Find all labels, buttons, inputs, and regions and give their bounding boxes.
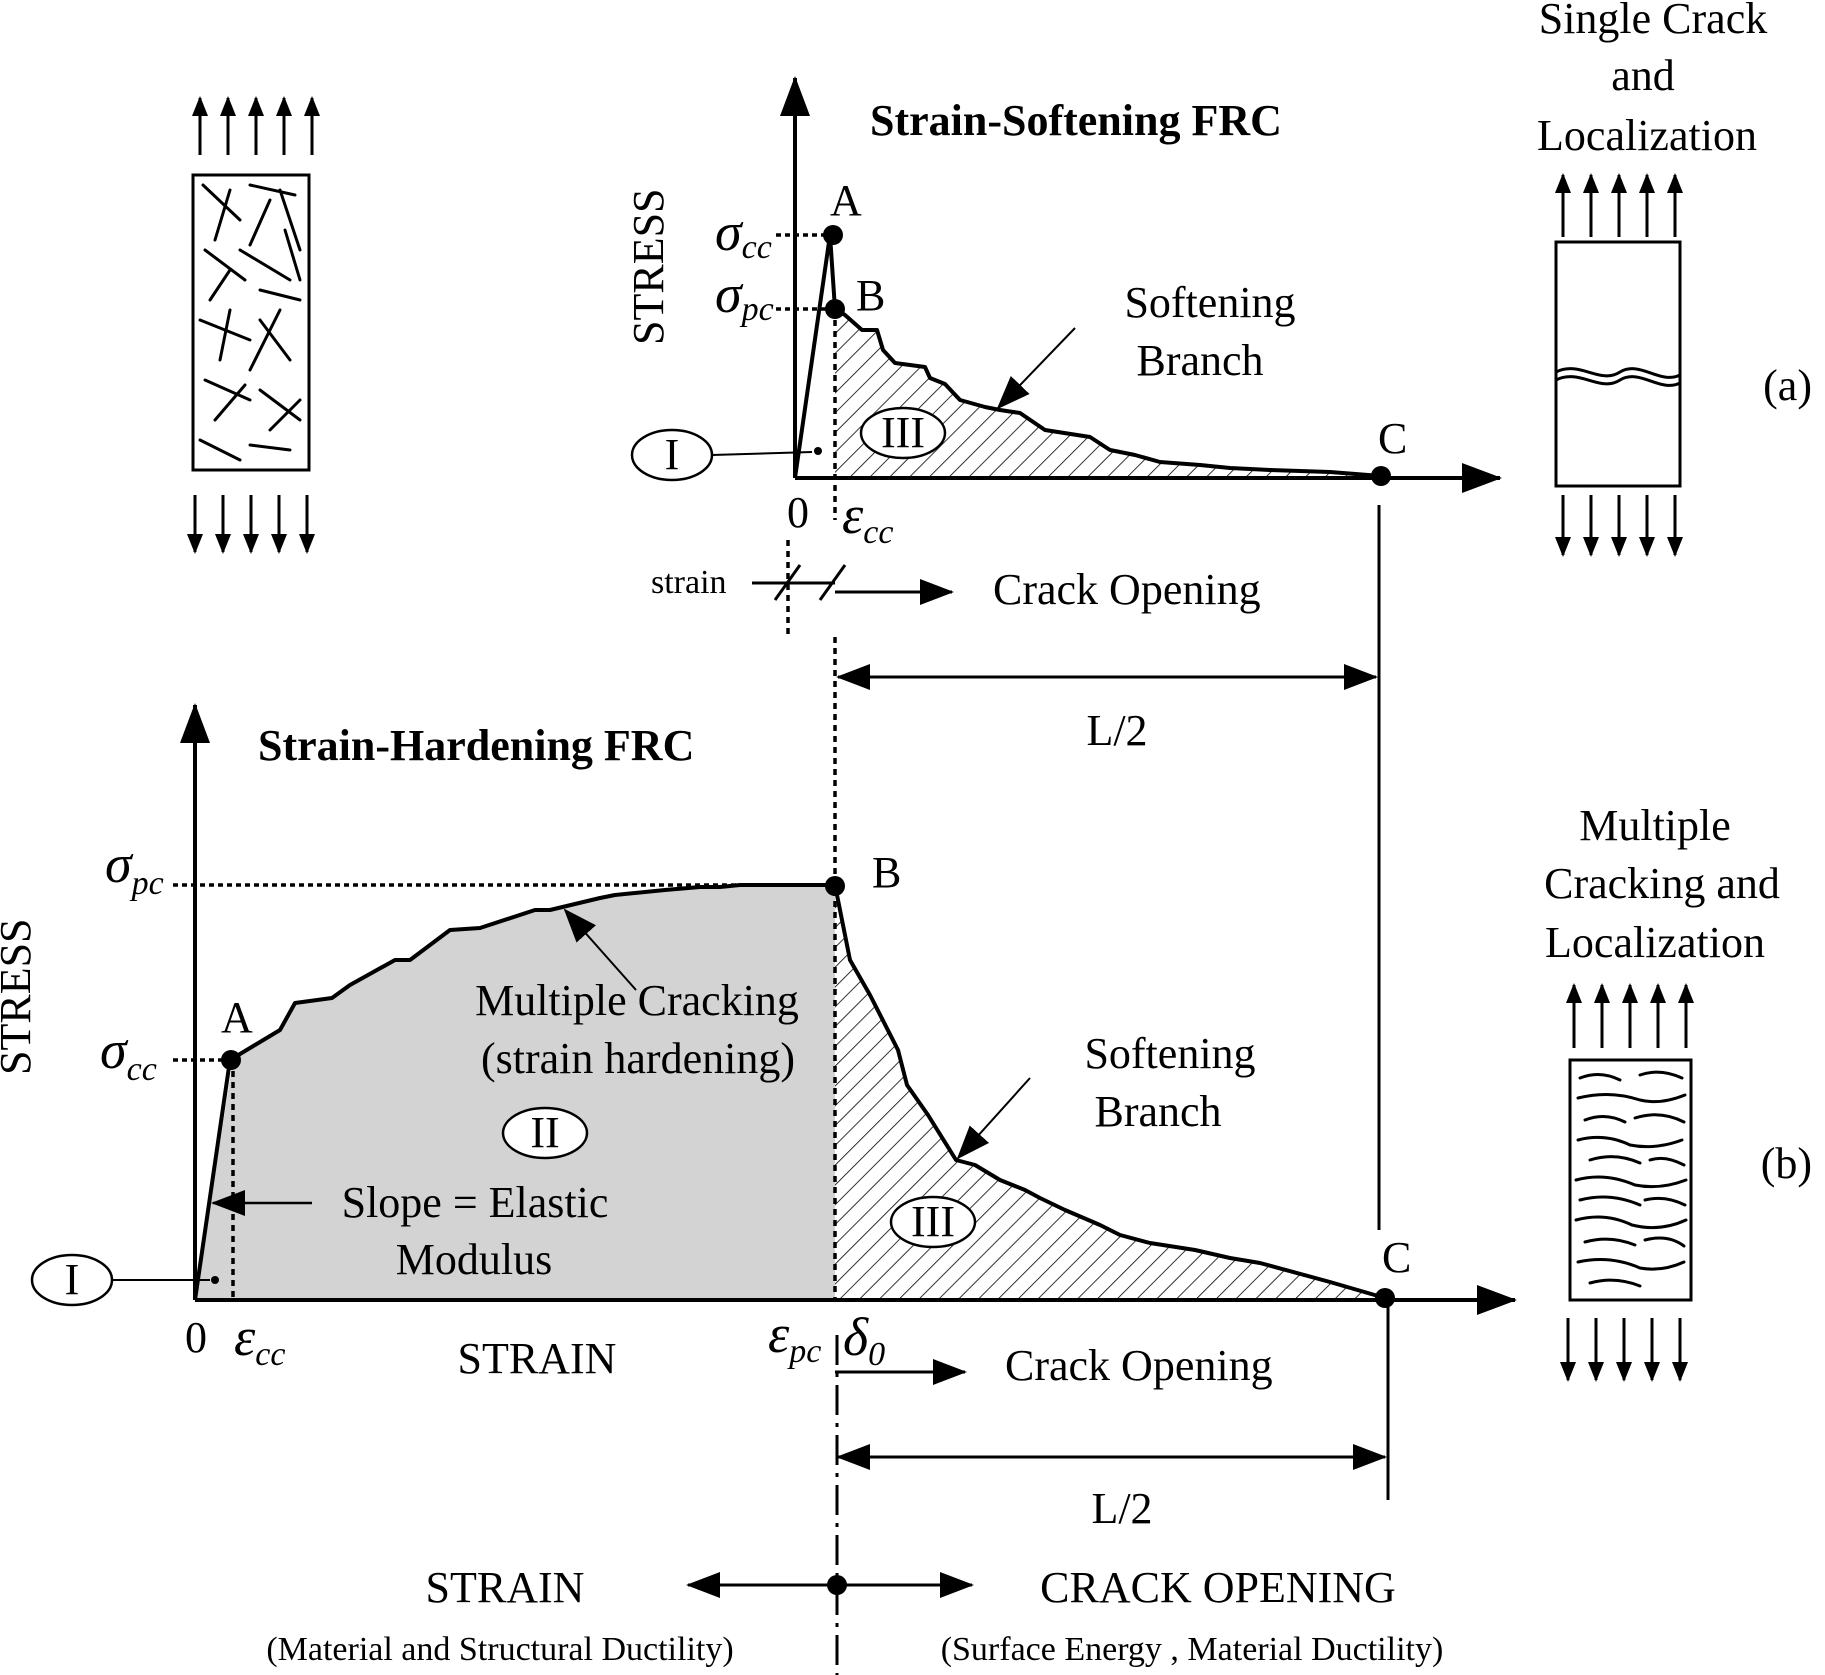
panel-a-softening-label: Softening <box>1124 278 1295 327</box>
panel-b-half-length: L/2 <box>1091 1484 1152 1533</box>
panel-b-delta-0: δ0 <box>843 1307 885 1373</box>
bottom-legend: STRAIN (Material and Structural Ductilit… <box>266 1335 1443 1675</box>
legend-strain-sub: (Material and Structural Ductility) <box>266 1631 733 1668</box>
legend-crack-sub: (Surface Energy , Material Ductility) <box>941 1631 1444 1668</box>
panel-b-region-ii: II <box>530 1108 559 1157</box>
panel-b-point-a: A <box>221 993 253 1042</box>
panel-b-point-c-marker <box>1375 1288 1395 1308</box>
panel-b-multiple-cracking-pointer <box>563 908 637 991</box>
panel-a-tag: (a) <box>1763 361 1812 410</box>
random-fibres <box>198 183 302 462</box>
panel-b-slope-1: Slope = Elastic <box>342 1178 609 1227</box>
panel-a-region-i-leader <box>711 451 813 456</box>
legend-strain-title: STRAIN <box>426 1563 585 1612</box>
panel-a-half-length: L/2 <box>1086 706 1147 755</box>
panel-b-slope-2: Modulus <box>396 1235 552 1284</box>
panel-b-softening-pointer <box>956 1077 1031 1160</box>
panel-b-multiple-cracking-2: (strain hardening) <box>481 1034 795 1083</box>
panel-b-y-axis-label: STRESS <box>0 918 40 1075</box>
panel-a-specimen-title-3: Localization <box>1537 111 1757 160</box>
panel-a-sigma-cc: σcc <box>715 202 772 266</box>
panel-b-region-i: I <box>65 1255 80 1304</box>
panel-a-break-mark-1 <box>773 564 802 601</box>
panel-b-point-b: B <box>872 848 901 897</box>
single-crack-specimen <box>1554 240 1682 488</box>
panel-b-eps-pc: εpc <box>768 1304 821 1370</box>
panel-a-strain-softening: Strain-Softening FRC STRESS σcc σpc A B … <box>624 0 1812 1230</box>
panel-b-eps-cc: εcc <box>234 1307 285 1373</box>
panel-a-point-c-marker <box>1371 466 1391 486</box>
panel-a-specimen-title-2: and <box>1611 51 1675 100</box>
panel-b-strain-hardening: Strain-Hardening FRC STRESS σpc σcc A B … <box>0 637 1812 1533</box>
panel-b-specimen-title-2: Cracking and <box>1544 859 1780 908</box>
panel-a-region-i: I <box>665 430 680 479</box>
panel-b-branch-label: Branch <box>1094 1087 1221 1136</box>
panel-a-region-iii-badge <box>859 406 947 460</box>
panel-b-specimen-title-3: Localization <box>1545 918 1765 967</box>
fibre-specimen <box>187 96 320 554</box>
legend-crack-title: CRACK OPENING <box>1040 1563 1396 1612</box>
panel-a-point-b-marker <box>825 299 845 319</box>
panel-a-softening-pointer <box>996 327 1076 410</box>
panel-a-point-c: C <box>1378 414 1407 463</box>
panel-a-region-iii: III <box>881 408 925 457</box>
panel-b-region-i-dot <box>211 1276 219 1284</box>
tension-arrows-top <box>192 96 320 155</box>
panel-a-break-mark-2 <box>818 564 847 601</box>
panel-b-softening-label: Softening <box>1084 1029 1255 1078</box>
panel-b-sigma-cc: σcc <box>100 1020 157 1088</box>
panel-b-title: Strain-Hardening FRC <box>258 721 694 770</box>
panel-a-region-i-dot <box>814 447 822 455</box>
panel-a-origin: 0 <box>787 488 809 537</box>
panel-a-stress-curve <box>793 233 1382 479</box>
panel-b-x-axis-label: STRAIN <box>458 1334 617 1383</box>
multiple-crack-tension-top <box>1566 983 1694 1048</box>
panel-a-softening-area <box>835 309 1381 478</box>
panel-b-region-iii-badge <box>889 1195 977 1249</box>
panel-b-point-b-marker <box>825 876 845 896</box>
panel-a-point-b: B <box>856 271 885 320</box>
panel-a-y-axis-label: STRESS <box>624 188 673 345</box>
panel-b-softening-area <box>835 885 1385 1300</box>
single-crack-tension-bottom <box>1555 495 1683 557</box>
panel-b-crack-opening: Crack Opening <box>1005 1341 1273 1390</box>
panel-b-region-iii: III <box>911 1197 955 1246</box>
multiple-crack-tension-bottom <box>1560 1318 1688 1382</box>
panel-b-hardening-area <box>195 885 835 1300</box>
panel-a-strain-label: strain <box>651 564 727 601</box>
panel-b-point-c: C <box>1382 1233 1411 1282</box>
panel-b-origin: 0 <box>185 1313 207 1362</box>
multiple-crack-lines <box>1574 1070 1688 1288</box>
panel-a-sigma-pc: σpc <box>715 264 774 328</box>
panel-a-specimen-title-1: Single Crack <box>1539 0 1768 43</box>
panel-a-title: Strain-Softening FRC <box>870 96 1282 145</box>
specimen-body <box>191 173 311 472</box>
tension-arrows-bottom <box>187 495 315 554</box>
panel-b-tag: (b) <box>1761 1139 1812 1188</box>
panel-a-point-a-marker <box>823 225 843 245</box>
panel-b-specimen-title-1: Multiple <box>1579 801 1731 850</box>
single-crack-line-2 <box>1555 375 1681 387</box>
panel-b-region-ii-badge <box>501 1106 589 1160</box>
panel-a-crack-opening: Crack Opening <box>993 565 1261 614</box>
panel-b-multiple-cracking-1: Multiple Cracking <box>475 976 799 1025</box>
panel-a-eps-cc: εcc <box>842 485 893 551</box>
panel-b-sigma-pc: σpc <box>105 834 164 902</box>
single-crack-line <box>1555 367 1681 379</box>
panel-a-branch-label: Branch <box>1136 336 1263 385</box>
panel-b-point-a-marker <box>221 1050 241 1070</box>
panel-a-point-a: A <box>830 176 862 225</box>
single-crack-tension-top <box>1555 173 1683 237</box>
